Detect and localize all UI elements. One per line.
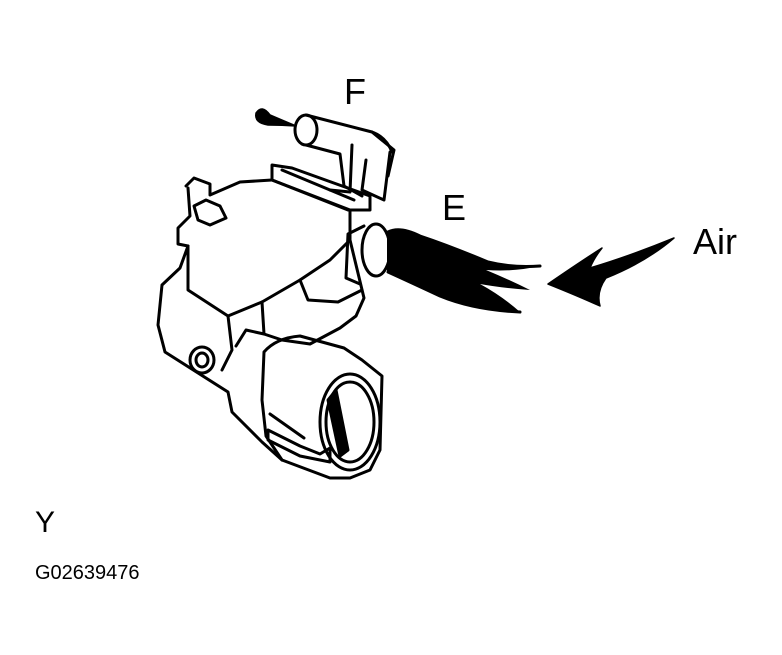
valve-body <box>156 178 366 462</box>
label-view: Y <box>35 506 56 539</box>
label-port-f: F <box>344 71 366 112</box>
figure-code: G02639476 <box>35 562 140 584</box>
electrical-connector <box>260 334 384 480</box>
label-air: Air <box>693 221 737 262</box>
port-e-hose <box>344 222 542 314</box>
mounting-flange <box>176 163 372 248</box>
drop-icon <box>255 108 297 127</box>
label-port-e: E <box>442 187 467 228</box>
mounting-hole <box>188 345 216 375</box>
port-f-nozzle <box>293 113 396 202</box>
air-arrow-icon <box>547 237 675 307</box>
